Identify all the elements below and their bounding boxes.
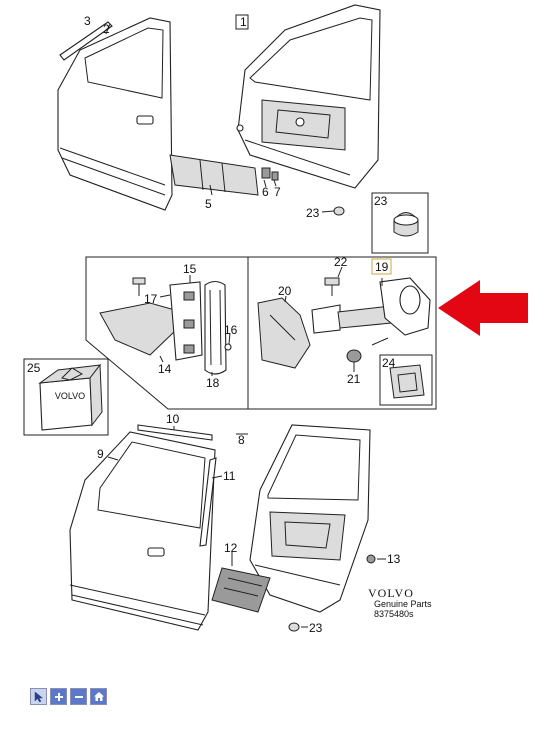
highlight-arrow [438, 280, 528, 336]
callout-2: 2 [103, 22, 110, 36]
front-door-outer [57, 17, 173, 211]
hinge-left [99, 277, 232, 375]
callout-20: 20 [278, 284, 292, 298]
zoom-out-icon [74, 695, 83, 698]
clip-7 [271, 171, 279, 181]
hinge-detail-frame [85, 256, 437, 410]
callout-17: 17 [144, 292, 158, 306]
grille-12 [211, 567, 271, 613]
clip-6 [261, 167, 271, 179]
front-door-inner [236, 4, 381, 189]
callout-12: 12 [224, 541, 238, 555]
nut-13 [366, 554, 376, 564]
callout-8: 8 [238, 433, 245, 447]
rear-door-inner [249, 424, 371, 613]
callout-labels: 3 2 1 5 6 7 23 23 15 17 16 14 18 22 19 2… [27, 14, 401, 635]
callout-25: 25 [27, 361, 41, 375]
callout-15: 15 [183, 262, 197, 276]
callout-21: 21 [347, 372, 361, 386]
box-23 [371, 192, 429, 254]
volvo-logo: VOLVO [368, 586, 414, 600]
leader-lines [105, 23, 386, 628]
callout-11: 11 [223, 469, 236, 483]
viewer-toolbar [30, 688, 107, 705]
brand-block: VOLVO Genuine Parts 8375480s [368, 586, 432, 619]
brand-part-number: 8375480s [374, 609, 414, 619]
callout-3: 3 [84, 14, 91, 28]
callout-5: 5 [205, 197, 212, 211]
home-button[interactable] [90, 688, 107, 705]
zoom-in-icon [54, 692, 63, 701]
callout-24: 24 [382, 356, 396, 370]
select-tool-button[interactable] [30, 688, 47, 705]
brand-genuine-parts: Genuine Parts [374, 599, 432, 609]
callout-22: 22 [334, 255, 348, 269]
callout-23-top: 23 [306, 206, 320, 220]
callout-7: 7 [274, 185, 281, 199]
hinge-right [257, 277, 431, 369]
box-25-label: VOLVO [55, 391, 85, 401]
callout-19: 19 [375, 260, 389, 274]
callout-23-bottom: 23 [309, 621, 323, 635]
callout-16: 16 [224, 323, 238, 337]
callout-6: 6 [262, 185, 269, 199]
rear-door-outer [69, 431, 216, 631]
box-24 [379, 354, 433, 406]
callout-9: 9 [97, 447, 104, 461]
callout-18: 18 [206, 376, 220, 390]
cursor-icon [34, 690, 43, 702]
callout-1: 1 [240, 15, 247, 29]
callout-13: 13 [387, 552, 401, 566]
window-strip-10 [137, 424, 213, 441]
home-icon [93, 692, 104, 701]
callout-10: 10 [166, 412, 180, 426]
window-strip-11 [199, 457, 217, 547]
trim-panel-5 [169, 154, 259, 196]
box-25 [23, 358, 109, 436]
callout-14: 14 [158, 362, 172, 376]
plug-23-top [333, 206, 345, 216]
window-strip-3 [59, 21, 113, 61]
zoom-out-button[interactable] [70, 688, 87, 705]
callout-23-box: 23 [374, 194, 388, 208]
plug-23-bottom [288, 622, 300, 632]
zoom-in-button[interactable] [50, 688, 67, 705]
